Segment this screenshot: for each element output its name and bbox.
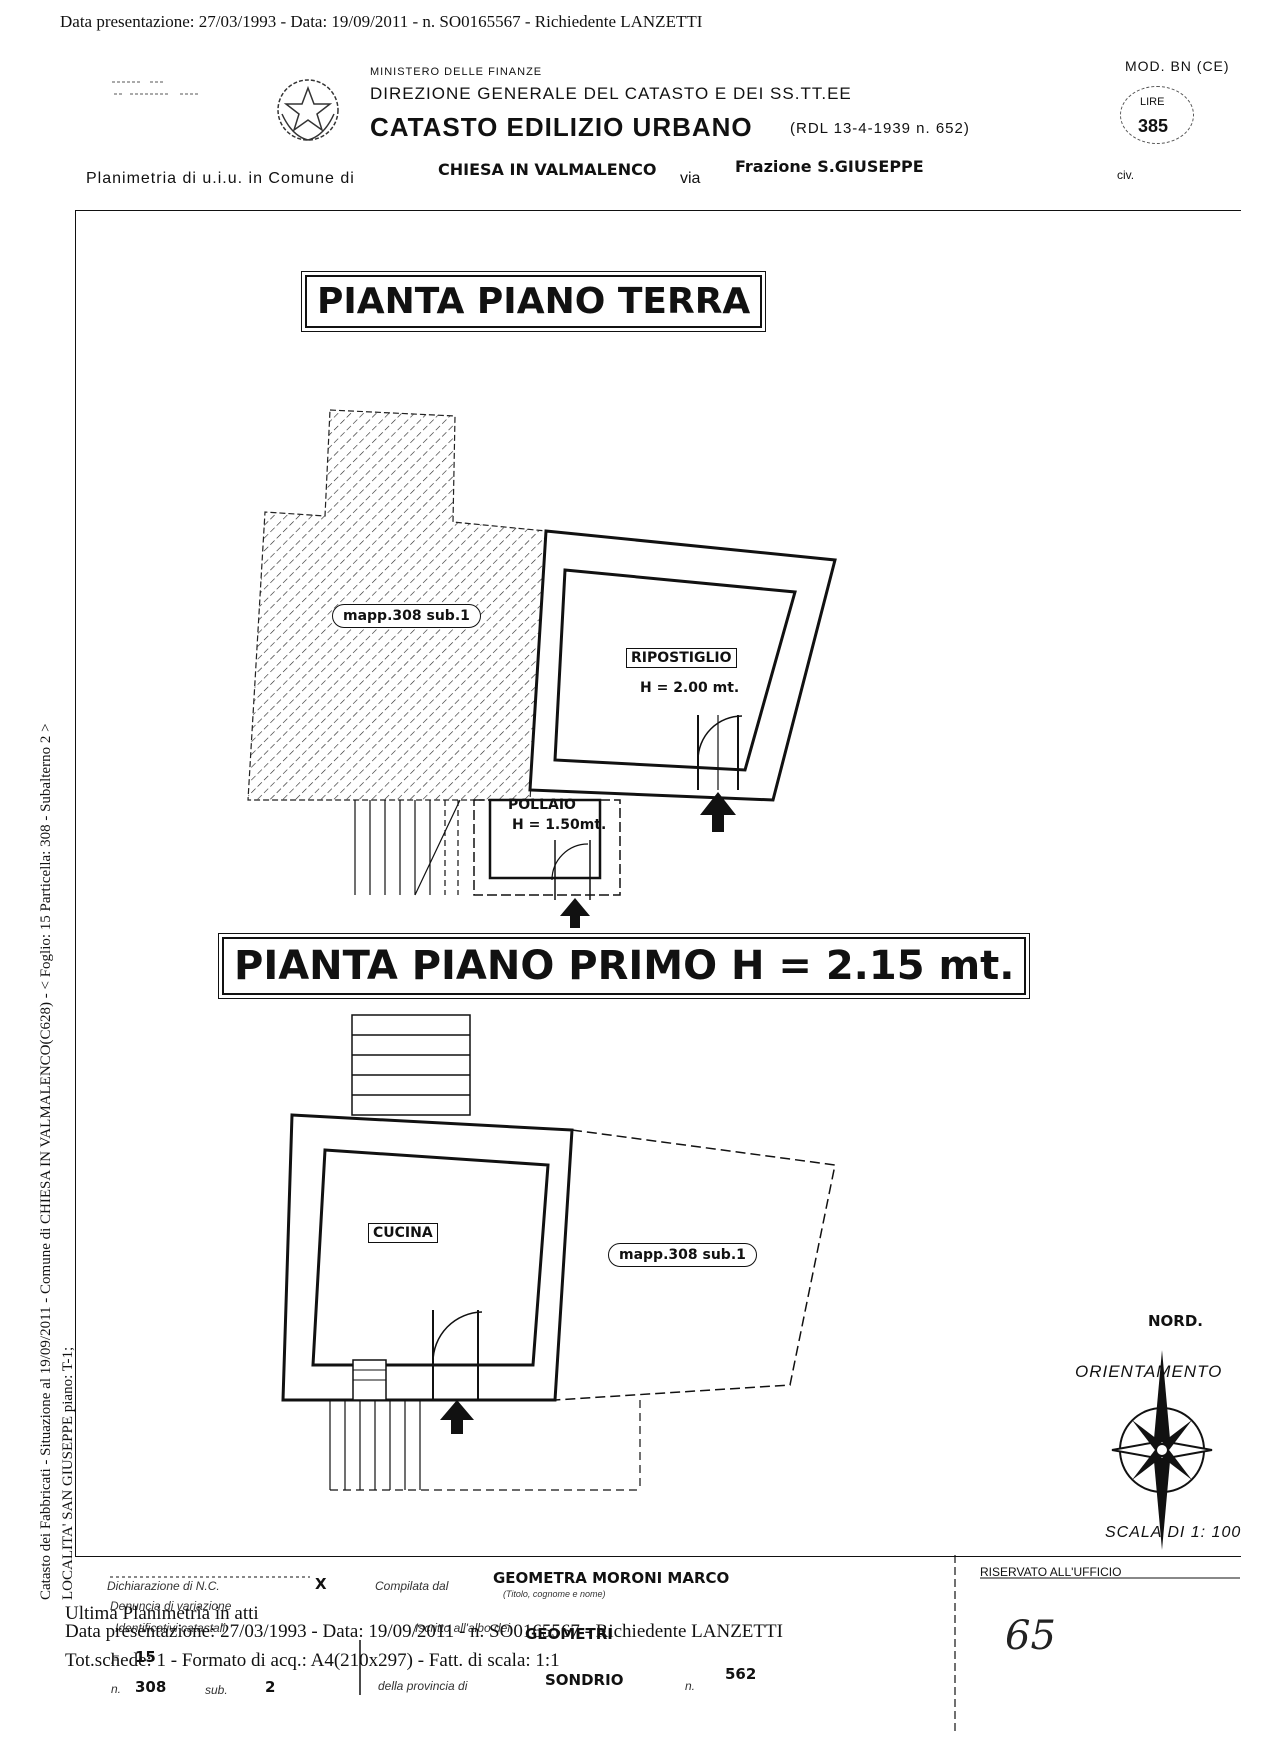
albo-value: GEOMETRI — [525, 1625, 613, 1643]
pollaio-entrance-arrow-icon — [560, 898, 590, 928]
footer-lines — [110, 1555, 1240, 1735]
first-floor-stair — [351, 1014, 471, 1116]
comune-value: CHIESA IN VALMALENCO — [438, 160, 657, 179]
handwritten-number: 65 — [1005, 1613, 1056, 1659]
mapp-value: 308 — [135, 1678, 167, 1696]
rdl-reference: (RDL 13-4-1939 n. 652) — [790, 120, 970, 137]
first-mapp-label: mapp.308 sub.1 — [608, 1243, 757, 1267]
nord-label: NORD. — [1148, 1312, 1204, 1330]
iscritto-label: Iscritto all'albo dei — [415, 1621, 511, 1635]
cucina-room — [281, 1113, 574, 1402]
pollaio-room — [473, 798, 621, 900]
via-value: Frazione S.GIUSEPPE — [735, 157, 924, 176]
ripostiglio-height: H = 2.00 mt. — [640, 680, 740, 696]
civ-label: civ. — [1117, 168, 1135, 182]
direzione-label: DIREZIONE GENERALE DEL CATASTO E DEI SS.… — [370, 84, 852, 103]
scale-label: SCALA DI 1: 100 — [1105, 1524, 1242, 1541]
stamp-mark — [110, 74, 230, 107]
orientamento-label: ORIENTAMENTO — [1075, 1362, 1223, 1381]
ripostiglio-entrance-arrow-icon — [700, 792, 736, 832]
drawing-frame — [75, 210, 1241, 1557]
overlay-tot-schede: Tot.schede: 1 - Formato di acq.: A4(210x… — [65, 1650, 560, 1671]
n-value: 562 — [725, 1665, 757, 1683]
titolo-hint: (Titolo, cognome e nome) — [503, 1589, 606, 1599]
n-label: n. — [685, 1679, 696, 1693]
overlay-presentation: Data presentazione: 27/03/1993 - Data: 1… — [65, 1621, 783, 1642]
planimetria-label: Planimetria di u.i.u. in Comune di — [86, 170, 355, 187]
denuncia-label: Denuncia di variazione — [110, 1599, 232, 1613]
lire-value: 385 — [1138, 116, 1169, 136]
lower-stair — [329, 1400, 641, 1491]
republic-emblem-icon — [277, 79, 339, 141]
model-code: MOD. BN (CE) — [1125, 58, 1230, 74]
compilata-value: GEOMETRA MORONI MARCO — [493, 1569, 730, 1587]
side-cadastral-info: Catasto dei Fabbricati - Situazione al 1… — [38, 723, 54, 1600]
footer-section: Dichiarazione di N.C. X Compilata dal GE… — [65, 1555, 1240, 1735]
dichiarazione-mark: X — [315, 1575, 327, 1593]
cucina-label: CUCINA — [368, 1223, 438, 1243]
via-label: via — [680, 170, 701, 187]
pollaio-label: POLLAIO — [508, 797, 576, 813]
provincia-value: SONDRIO — [545, 1671, 624, 1689]
presentation-header: Data presentazione: 27/03/1993 - Data: 1… — [60, 12, 703, 31]
ground-mapp-label: mapp.308 sub.1 — [332, 604, 481, 628]
overlay-ultima-planimetria: Ultima Planimetria in atti — [65, 1603, 259, 1624]
ground-floor-title: PIANTA PIANO TERRA — [300, 271, 767, 332]
pollaio-height: H = 1.50mt. — [512, 817, 607, 833]
dichiarazione-label: Dichiarazione di N.C. — [107, 1579, 220, 1593]
foglio-value: 15 — [135, 1648, 156, 1666]
compilata-label: Compilata dal — [375, 1579, 449, 1593]
foglio-label: F. — [111, 1653, 121, 1667]
sub-value: 2 — [265, 1678, 276, 1696]
ministry-label: MINISTERO DELLE FINANZE — [370, 66, 543, 78]
ground-stair — [354, 799, 461, 896]
catasto-title: CATASTO EDILIZIO URBANO — [370, 112, 753, 142]
mapp-label: n. — [111, 1682, 122, 1696]
stamp-scribble-icon — [112, 81, 200, 95]
first-floor-neighbour-outline — [554, 1129, 836, 1401]
lire-label: LIRE — [1140, 96, 1165, 108]
identificativi-label: Identificativi catastali — [115, 1621, 226, 1635]
lire-stamp-circle — [1120, 86, 1194, 144]
cucina-entrance-arrow-icon — [440, 1400, 474, 1434]
ripostiglio-label: RIPOSTIGLIO — [626, 648, 737, 668]
riservato-label: RISERVATO ALL'UFFICIO — [980, 1565, 1122, 1579]
first-floor-title: PIANTA PIANO PRIMO H = 2.15 mt. — [217, 933, 1031, 999]
compass-rose-icon — [1111, 1350, 1213, 1550]
sub-label: sub. — [205, 1683, 228, 1697]
ripostiglio-room — [528, 529, 837, 802]
provincia-label: della provincia di — [378, 1679, 468, 1693]
